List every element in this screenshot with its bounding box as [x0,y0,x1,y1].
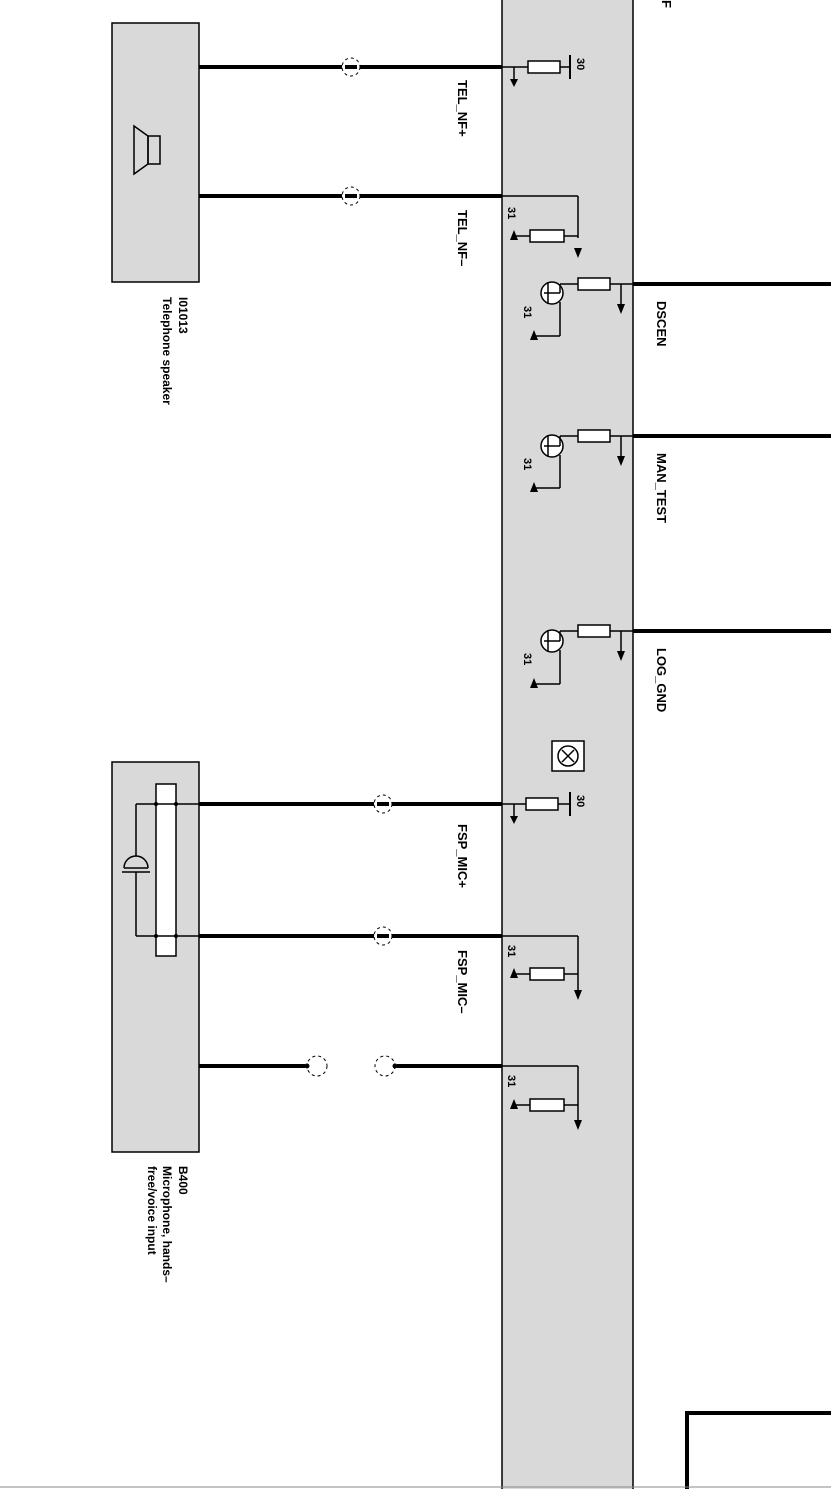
terminal-30-b: 30 [574,795,586,807]
label-log-gnd: LOG_GND [654,648,669,712]
label-dscen: DSCEN [654,301,669,347]
internal-pullup-fsp-mic-plus [502,792,571,825]
transistor-stage-man-test [530,429,633,492]
speaker-id: I01013 [176,297,190,334]
terminal-31-man-test: 31 [521,458,533,470]
connector-tel-nf-minus [341,186,361,206]
terminal-31-log-gnd: 31 [521,653,533,665]
speaker-component [111,22,200,283]
connector-fsp-mic-minus [373,926,393,946]
edge-letter: F [659,0,674,8]
speaker-name: Telephone speaker [160,297,174,405]
internal-pullup-tel-nf-plus [502,55,571,88]
next-page-bracket [685,1411,831,1489]
label-tel-nf-plus: TEL_NF+ [455,80,470,137]
label-fsp-mic-plus: FSP_MIC+ [455,824,470,888]
module-symbol-icon [551,740,585,772]
label-man-test: MAN_TEST [654,453,669,523]
microphone-name-line1: Microphone, hands– [160,1166,174,1283]
connector-tel-nf-plus [341,57,361,77]
microphone-icon [122,783,199,957]
internal-gnd-shield [502,1065,582,1130]
transistor-stage-dscen [530,277,633,340]
terminal-31-c: 31 [505,1075,517,1087]
microphone-name-line2: free/voice input [145,1166,159,1255]
label-tel-nf-minus: TEL_NF– [455,210,470,266]
microphone-id: B400 [176,1166,190,1195]
label-fsp-mic-minus: FSP_MIC– [455,950,470,1014]
wire-shield [199,1055,502,1077]
transistor-stage-log-gnd [530,624,633,688]
speaker-icon [133,124,161,176]
internal-gnd-tel-nf-minus [502,195,582,258]
connector-fsp-mic-plus [373,794,393,814]
terminal-31-a: 31 [505,207,517,219]
terminal-31-dscen: 31 [521,306,533,318]
terminal-31-b: 31 [505,945,517,957]
terminal-30-a: 30 [574,58,586,70]
internal-gnd-fsp-mic-minus [502,935,582,1000]
